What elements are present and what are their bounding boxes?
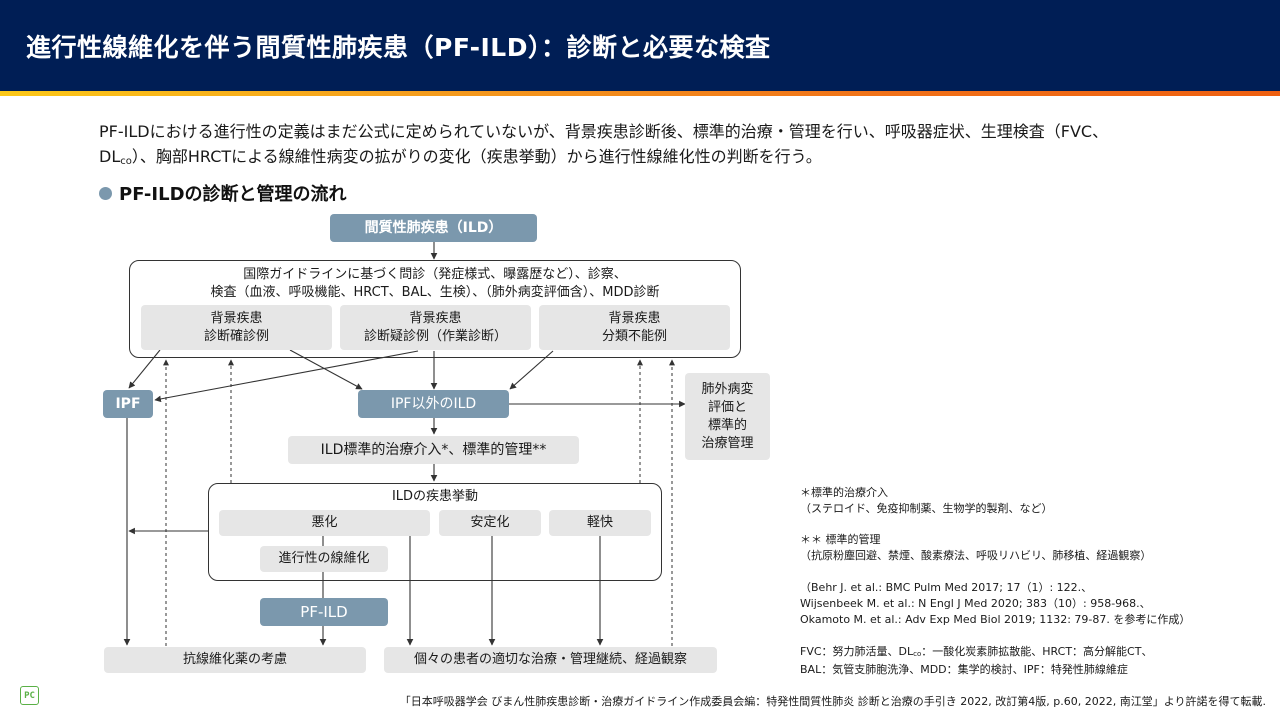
note-abbreviations: FVC：努力肺活量、DLco：一酸化炭素肺拡散能、HRCT：高分解能CT、 BA… xyxy=(800,644,1152,678)
note-references: （Behr J. et al.: BMC Pulm Med 2017; 17（1… xyxy=(800,580,1190,628)
extrapulmonary-line-3: 標準的 xyxy=(707,417,747,433)
standard-treatment-label: ILD標準的治療介入*、標準的管理** xyxy=(320,442,547,458)
note-standard-management: ＊＊ 標準的管理 （抗原粉塵回避、禁煙、酸素療法、呼吸リハビリ、肺移植、経過観察… xyxy=(800,532,1151,564)
node-behavior-group: ILDの疾患挙動 xyxy=(208,483,662,581)
section-heading: PF-ILDの診断と管理の流れ xyxy=(99,180,347,206)
bullet-icon xyxy=(99,186,112,200)
node-continue-care: 個々の患者の適切な治療・管理継続、経過観察 xyxy=(384,647,717,673)
dx-suspected-line-1: 背景疾患 xyxy=(409,310,462,326)
node-ipf-label: IPF xyxy=(115,396,141,412)
header-accent-stripe xyxy=(0,91,1280,96)
node-worsening: 悪化 xyxy=(219,510,430,536)
note-1-title: ＊標準的治療介入 xyxy=(800,486,888,499)
node-dx-unclassifiable: 背景疾患 分類不能例 xyxy=(539,305,730,350)
abbreviations-line-2: BAL：気管支肺胞洗浄、MDD：集学的検討、IPF：特発性肺線維症 xyxy=(800,663,1128,676)
intro-line-2-rest: ）、胸部HRCTによる線維性病変の拡がりの変化（疾患挙動）から進行性線維化性の判… xyxy=(131,147,822,166)
reference-3: Okamoto M. et al.: Adv Exp Med Biol 2019… xyxy=(800,613,1191,626)
extrapulmonary-line-1: 肺外病変 xyxy=(701,381,754,397)
node-antifibrotic: 抗線維化薬の考慮 xyxy=(104,647,366,673)
arrow-confirmed-to-ipf xyxy=(128,349,161,389)
dx-unclassifiable-line-2: 分類不能例 xyxy=(601,328,667,344)
node-improving: 軽快 xyxy=(549,510,651,536)
note-1-body: （ステロイド、免疫抑制薬、生物学的製剤、など） xyxy=(800,502,1053,515)
extrapulmonary-line-4: 治療管理 xyxy=(701,435,754,451)
arrow-suspected-to-ipf xyxy=(154,350,419,403)
dx-suspected-line-2: 診断疑診例（作業診断） xyxy=(363,328,507,344)
dx-confirmed-line-1: 背景疾患 xyxy=(210,310,263,326)
page-title: 進行性線維化を伴う間質性肺疾患（PF-ILD）：診断と必要な検査 xyxy=(26,33,771,62)
intro-line-2: DLco）、胸部HRCTによる線維性病変の拡がりの変化（疾患挙動）から進行性線維… xyxy=(99,144,1219,174)
intro-line-1: PF-ILDにおける進行性の定義はまだ公式に定められていないが、背景疾患診断後、… xyxy=(99,122,1109,141)
node-ipf: IPF xyxy=(103,390,153,418)
node-dx-confirmed: 背景疾患 診断確診例 xyxy=(141,305,332,350)
antifibrotic-label: 抗線維化薬の考慮 xyxy=(182,652,287,667)
abbreviations-line-1: FVC：努力肺活量、DLco：一酸化炭素肺拡散能、HRCT：高分解能CT、 xyxy=(800,644,1152,662)
node-workup-group: 国際ガイドラインに基づく問診（発症様式、曝露歴など）、診察、 検査（血液、呼吸機… xyxy=(129,260,741,358)
behavior-title: ILDの疾患挙動 xyxy=(391,489,479,504)
intro-dlco-prefix: DL xyxy=(99,147,121,166)
intro-paragraph: PF-ILDにおける進行性の定義はまだ公式に定められていないが、背景疾患診断後、… xyxy=(99,119,1219,174)
node-dx-suspected: 背景疾患 診断疑診例（作業診断） xyxy=(340,305,531,350)
node-pf-ild: PF-ILD xyxy=(260,598,388,626)
node-pf-ild-label: PF-ILD xyxy=(300,603,348,621)
abbr-sub: co xyxy=(913,650,922,658)
node-extrapulmonary: 肺外病変 評価と 標準的 治療管理 xyxy=(685,373,770,460)
note-2-body: （抗原粉塵回避、禁煙、酸素療法、呼吸リハビリ、肺移植、経過観察） xyxy=(800,549,1152,562)
pc-logo-icon: PC xyxy=(20,686,39,705)
abbr-prefix: FVC：努力肺活量、DL xyxy=(800,645,914,658)
workup-line-2: 検査（血液、呼吸機能、HRCT、BAL、生検）、（肺外病変評価含）、MDD診断 xyxy=(210,285,660,300)
reference-2: Wijsenbeek M. et al.: N Engl J Med 2020;… xyxy=(800,597,1151,610)
node-ild-label: 間質性肺疾患（ILD） xyxy=(364,220,503,236)
extrapulmonary-line-2: 評価と xyxy=(707,399,747,415)
dx-confirmed-line-2: 診断確診例 xyxy=(203,328,269,344)
node-ild: 間質性肺疾患（ILD） xyxy=(330,214,537,242)
note-2-title: ＊＊ 標準的管理 xyxy=(800,533,881,546)
node-standard-treatment: ILD標準的治療介入*、標準的管理** xyxy=(288,436,579,464)
workup-line-1: 国際ガイドラインに基づく問診（発症様式、曝露歴など）、診察、 xyxy=(243,267,627,282)
reference-1: （Behr J. et al.: BMC Pulm Med 2017; 17（1… xyxy=(800,581,1093,594)
source-citation: 「日本呼吸器学会 びまん性肺疾患診断・治療ガイドライン作成委員会編：特発性間質性… xyxy=(399,695,1266,708)
node-progressive-fibrosis: 進行性の線維化 xyxy=(260,546,388,572)
continue-care-label: 個々の患者の適切な治療・管理継続、経過観察 xyxy=(413,652,687,667)
node-non-ipf: IPF以外のILD xyxy=(358,390,509,418)
intro-dlco-sub: co xyxy=(120,156,132,167)
header-bar: 進行性線維化を伴う間質性肺疾患（PF-ILD）：診断と必要な検査 xyxy=(0,0,1280,91)
arrow-confirmed-to-nonipf xyxy=(289,349,363,390)
note-standard-treatment: ＊標準的治療介入 （ステロイド、免疫抑制薬、生物学的製剤、など） xyxy=(800,485,1053,517)
node-non-ipf-label: IPF以外のILD xyxy=(390,396,477,412)
progressive-fibrosis-label: 進行性の線維化 xyxy=(278,551,370,566)
worsening-label: 悪化 xyxy=(311,515,338,530)
improving-label: 軽快 xyxy=(586,515,613,530)
node-stable: 安定化 xyxy=(439,510,541,536)
abbr-rest: ：一酸化炭素肺拡散能、HRCT：高分解能CT、 xyxy=(921,645,1153,658)
dx-unclassifiable-line-1: 背景疾患 xyxy=(608,310,661,326)
stable-label: 安定化 xyxy=(470,515,510,530)
section-title: PF-ILDの診断と管理の流れ xyxy=(119,184,347,205)
